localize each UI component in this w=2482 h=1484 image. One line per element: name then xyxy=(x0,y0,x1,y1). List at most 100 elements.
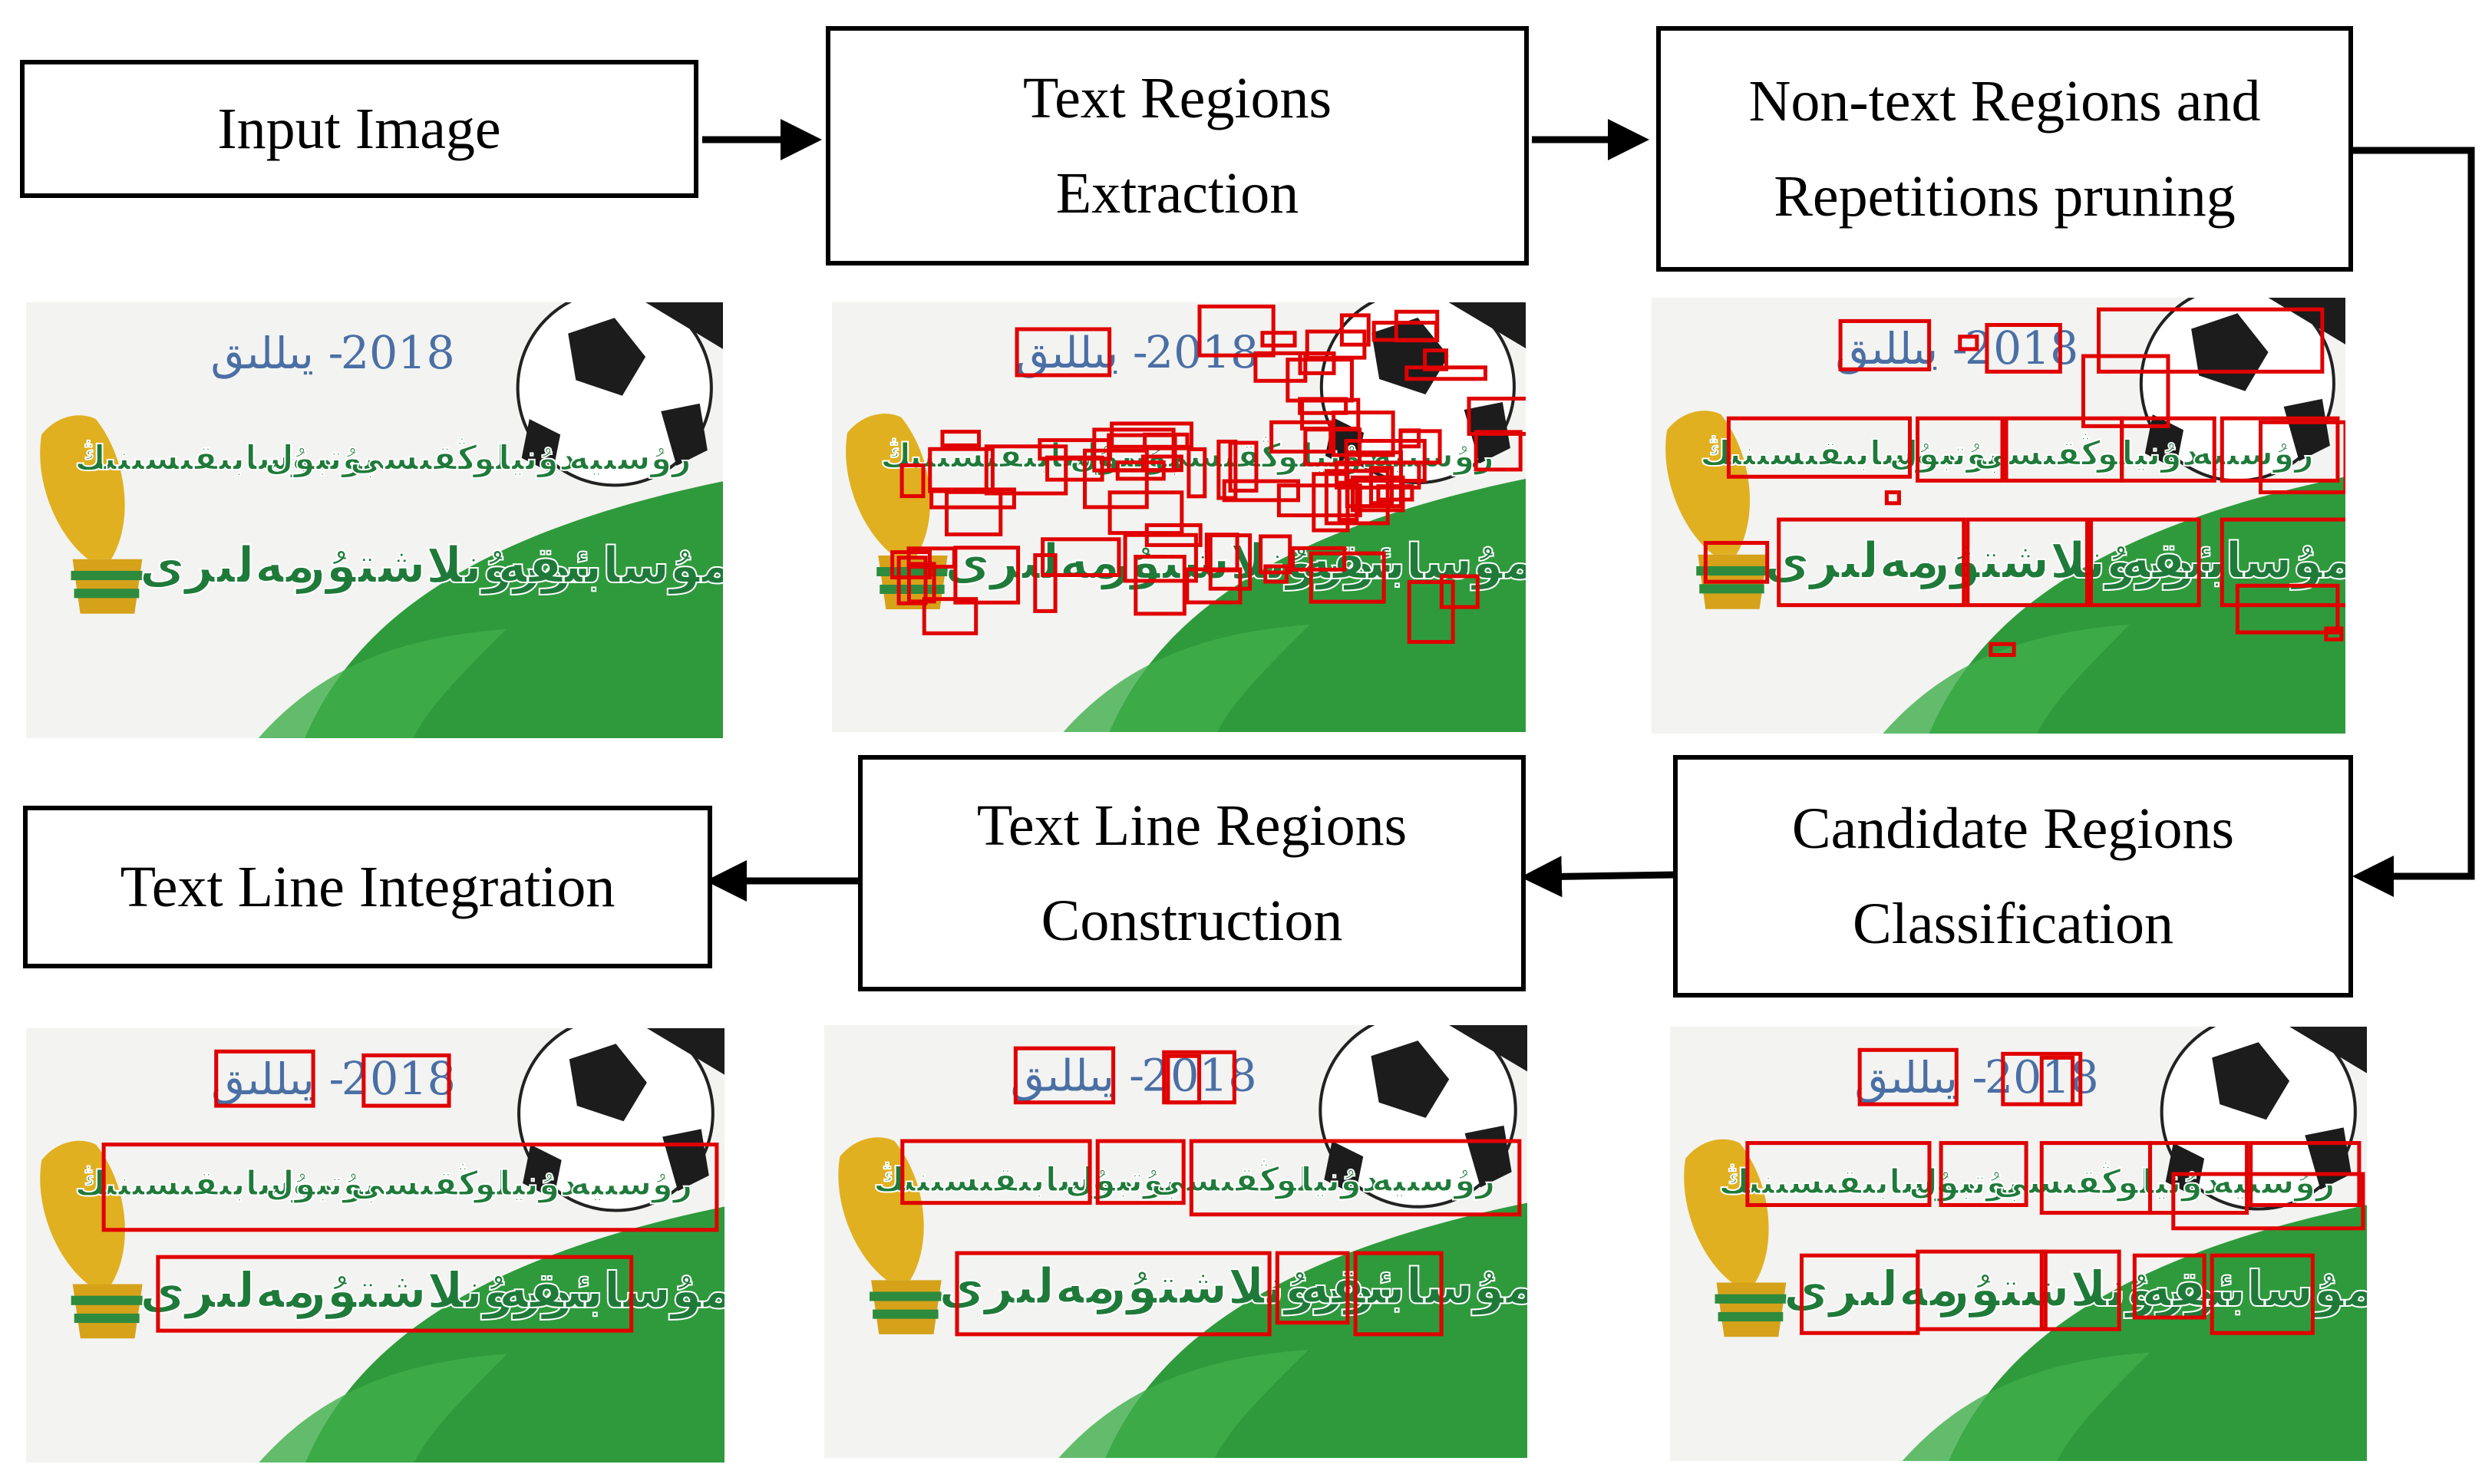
poster-line1-word: دۇنيا xyxy=(498,439,576,478)
poster-line1-word: رۇسىيە xyxy=(570,1164,693,1203)
step-pruning-label-line1: Non-text Regions and xyxy=(1748,69,2261,134)
poster-line1-word: دۇنيا xyxy=(499,1164,577,1203)
poster-dash: - xyxy=(1972,1051,1988,1103)
detection-box xyxy=(2039,1055,2075,1106)
grass-shape xyxy=(1902,1352,2150,1461)
detection-box xyxy=(1703,540,1770,584)
poster-image: 2018-يىللىقمۇسابىقىسىنىڭپۇتبوللوڭقىسىدۇن… xyxy=(824,1025,1527,1458)
detection-box xyxy=(1123,533,1198,583)
detection-box xyxy=(1083,448,1149,510)
poster-line1-word: مۇسابىقىسىنىڭ xyxy=(74,439,333,478)
poster-year: 2018 xyxy=(1145,326,1259,378)
detection-box xyxy=(906,562,936,604)
detection-box xyxy=(1726,416,1912,479)
poster-line2-word: مەلىرى xyxy=(945,533,1120,591)
detection-box xyxy=(1985,322,2062,374)
poster-line1-word: لوڭقىسى xyxy=(1150,1159,1310,1200)
detection-box xyxy=(1263,564,1289,584)
detection-box xyxy=(1939,1141,2028,1207)
detection-box xyxy=(1335,460,1421,490)
detection-box xyxy=(922,597,979,635)
detection-box xyxy=(899,463,926,499)
detection-box xyxy=(1222,479,1301,503)
poster-image: 2018-يىللىقمۇسابىقىسىنىڭپۇتبوللوڭقىسىدۇن… xyxy=(1670,1027,2367,1461)
detection-box xyxy=(1015,327,1112,378)
detection-box xyxy=(101,1143,719,1232)
poster-line1-word: پۇتبول xyxy=(1889,434,2000,473)
football-icon xyxy=(1319,302,1526,484)
detection-box xyxy=(1095,1139,1186,1205)
detection-box xyxy=(940,430,982,447)
detection-box xyxy=(1144,523,1203,547)
step-construction-label-line2: Construction xyxy=(1041,889,1343,953)
step-input-image: Input Image xyxy=(20,60,698,198)
poster-line1-word: لوڭقىسى xyxy=(1994,1161,2152,1202)
detection-box xyxy=(2220,416,2340,483)
detection-box xyxy=(2097,307,2325,374)
detection-box xyxy=(1166,1054,1202,1105)
poster-line2-word: مۇسابىقە xyxy=(499,1262,724,1320)
detection-box xyxy=(1337,480,1359,522)
detection-box xyxy=(1404,365,1487,381)
detection-box xyxy=(1033,553,1058,613)
step-extraction-label-line2: Extraction xyxy=(1055,161,1299,226)
detection-box xyxy=(361,1053,451,1108)
step-text-regions-extraction: Text Regions Extraction xyxy=(826,26,1529,265)
grass-shape xyxy=(258,629,507,738)
detection-box xyxy=(1197,304,1276,358)
detection-box xyxy=(1916,416,2005,483)
detection-box xyxy=(945,490,1003,536)
detection-box xyxy=(955,1251,1272,1337)
detection-box xyxy=(1965,517,2090,608)
detection-box xyxy=(2324,626,2344,641)
poster-year: 2018 xyxy=(341,327,455,379)
step-extraction-label-line1: Text Regions xyxy=(1022,66,1332,130)
detection-box xyxy=(1353,1251,1444,1337)
poster-line2-word: ئورۇنلاشتۇر xyxy=(295,1262,592,1320)
detection-box xyxy=(1857,1047,1959,1106)
detection-box xyxy=(1253,351,1308,383)
poster-dash: - xyxy=(328,327,344,379)
detection-box xyxy=(1228,440,1259,493)
detection-box xyxy=(953,546,1021,605)
detection-box xyxy=(1208,533,1253,591)
poster-line2-word: مەلىرى xyxy=(1764,533,1939,590)
step-construction-label-line1: Text Line Regions xyxy=(976,793,1408,858)
poster-line2-word: مۇسابىقە xyxy=(2121,533,2345,590)
detection-box xyxy=(1275,1251,1350,1325)
football-icon xyxy=(1319,1025,1527,1209)
detection-box xyxy=(1467,396,1526,436)
poster-top-word: يىللىق xyxy=(1855,1054,1958,1103)
poster-line1-word: لوڭقىسى xyxy=(1974,433,2131,473)
detection-box xyxy=(1134,554,1187,616)
detection-box xyxy=(1371,321,1438,342)
poster-line1-word: دۇنيا xyxy=(2142,1162,2220,1202)
poster-line2-word: ئورۇنلاشتۇر xyxy=(295,537,591,595)
detection-box xyxy=(1884,490,1901,506)
detection-box xyxy=(2120,416,2216,483)
poster-line1-word: رۇسىيە xyxy=(2213,1162,2335,1202)
detection-box xyxy=(1345,450,1404,509)
detection-box xyxy=(1041,537,1121,577)
poster-line1-word: رۇسىيە xyxy=(569,439,691,478)
detection-box xyxy=(1187,447,1207,499)
grass-shape xyxy=(259,1354,507,1463)
poster-top-word: يىللىق xyxy=(1015,328,1118,378)
detection-box xyxy=(1259,534,1292,575)
poster-line2-word: مۇسابىقە xyxy=(2142,1261,2367,1318)
detection-box xyxy=(1260,331,1297,348)
poster-line1-word: مۇسابىقىسىنىڭ xyxy=(1718,1162,1977,1202)
poster-top-word: يىللىق xyxy=(1011,1051,1115,1102)
detection-box xyxy=(1045,455,1104,482)
grass-shape xyxy=(1883,625,2130,734)
poster-year: 2018 xyxy=(342,1053,456,1105)
step-candidate-classification: Candidate Regions Classification xyxy=(1673,755,2353,998)
poster-line2-word: ئورۇنلاشتۇر xyxy=(1939,1261,2235,1318)
detection-box xyxy=(1291,546,1347,572)
